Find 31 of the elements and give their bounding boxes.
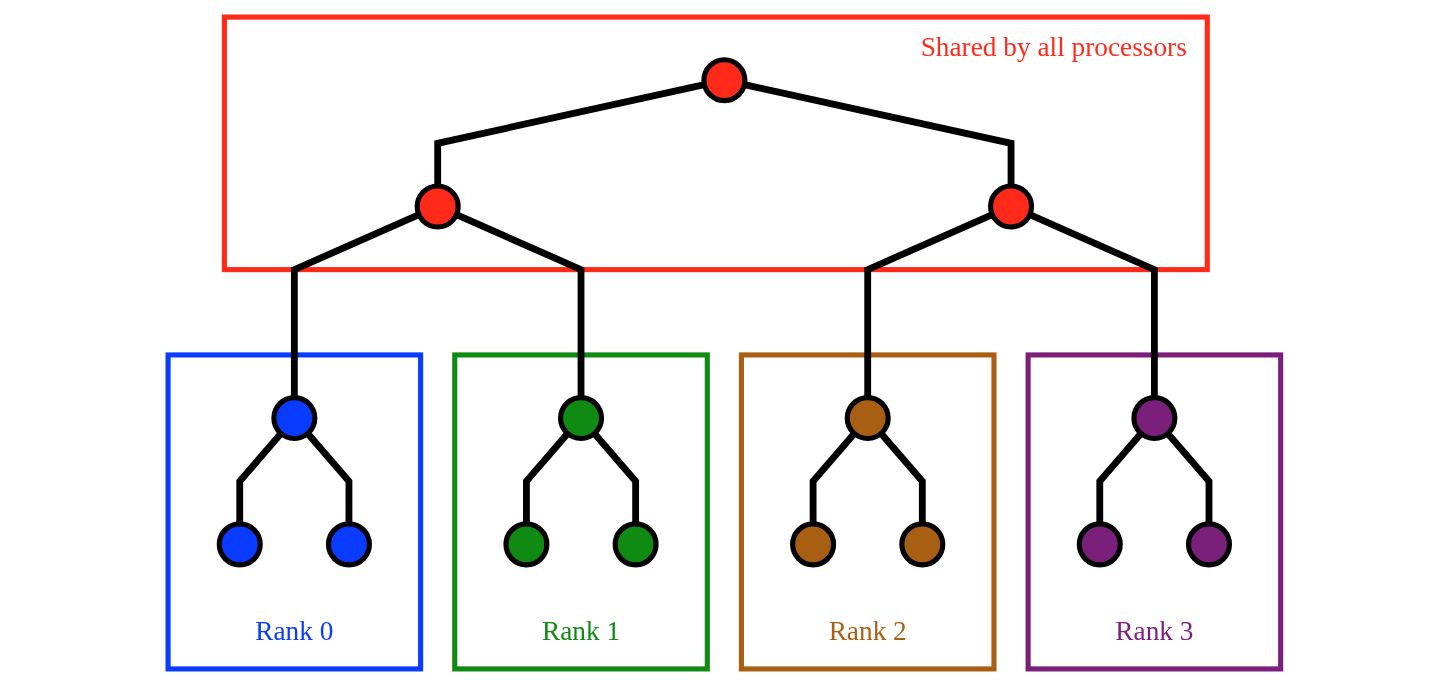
connector <box>522 431 570 524</box>
connector <box>809 431 857 524</box>
cluster: Rank 1 <box>451 352 710 672</box>
node-circle <box>987 183 1034 230</box>
node-circle <box>414 183 461 230</box>
connector <box>235 431 284 524</box>
node-circle <box>1185 521 1232 568</box>
node-circle <box>557 395 604 442</box>
connector <box>1096 431 1144 524</box>
node-circle <box>216 521 263 568</box>
node-circle <box>844 395 891 442</box>
cluster: Rank 2 <box>738 352 997 672</box>
node-circle <box>1076 521 1123 568</box>
connector <box>304 431 352 524</box>
cluster: Rank 3 <box>1025 352 1283 672</box>
node-circle <box>503 521 550 568</box>
node-circle <box>700 57 748 104</box>
connector <box>878 431 926 524</box>
node-circle <box>1131 395 1178 442</box>
node-circle <box>898 521 945 568</box>
node-circle <box>325 521 372 568</box>
node-circle <box>270 395 317 442</box>
cluster: Shared by all processors <box>221 14 1210 273</box>
connector <box>591 431 639 524</box>
cluster: Rank 0 <box>165 352 423 672</box>
connector <box>433 81 705 186</box>
connector <box>454 211 585 398</box>
connector <box>1164 431 1213 524</box>
node-circle <box>612 521 659 568</box>
node-circle <box>789 521 836 568</box>
connector <box>743 81 1015 186</box>
